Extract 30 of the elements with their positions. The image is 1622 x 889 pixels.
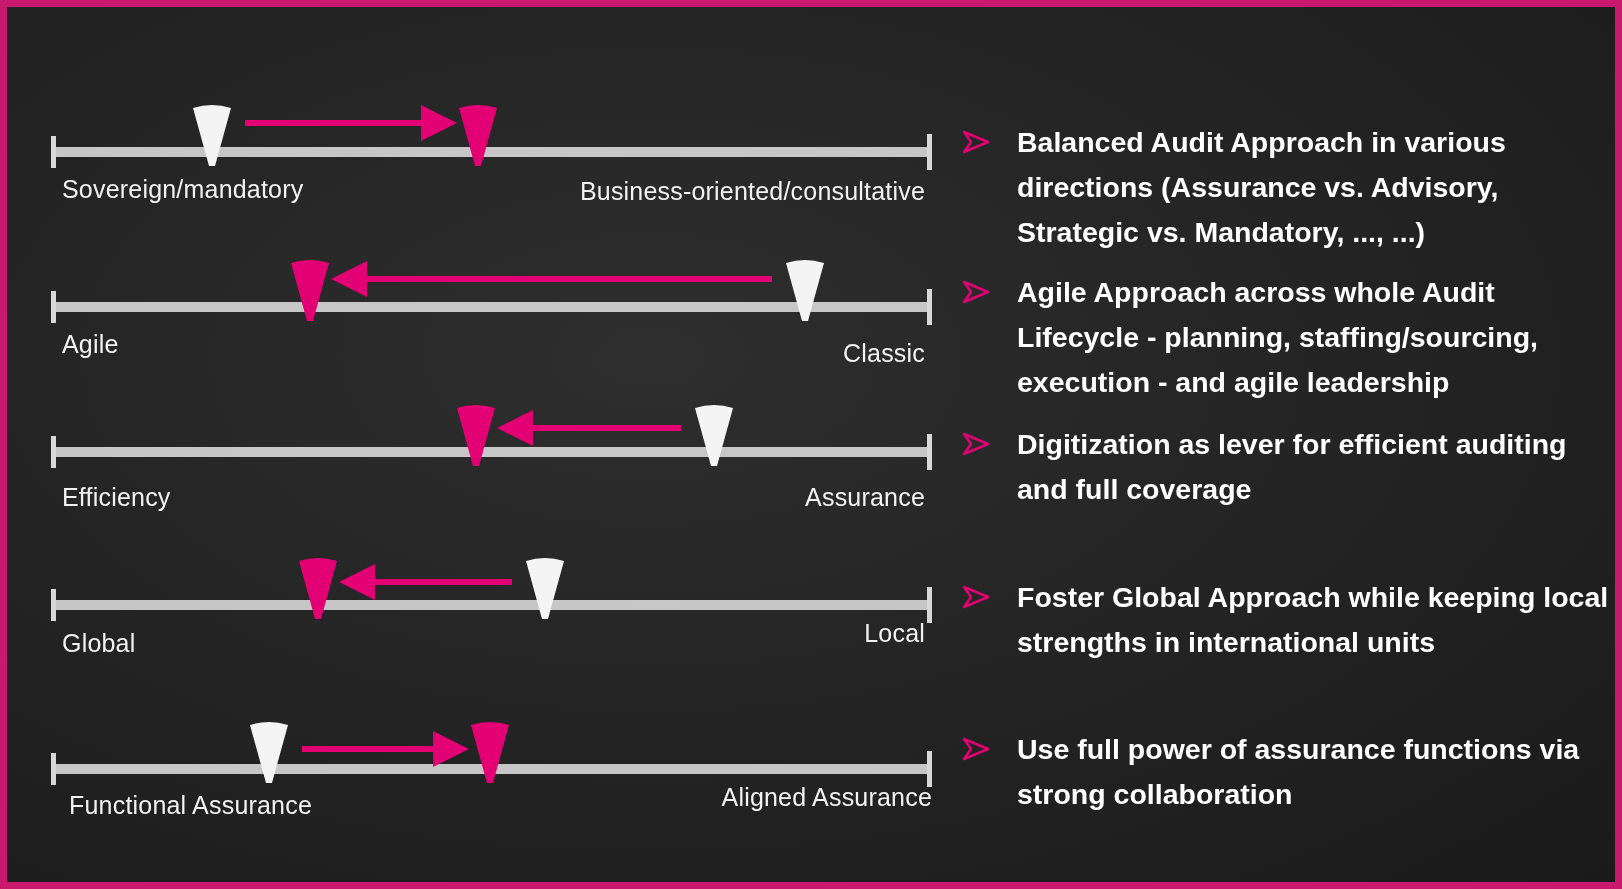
scale-label: Local [864, 619, 925, 648]
scale-label: Agile [62, 330, 119, 359]
marker [784, 259, 826, 323]
highlighted-marker [469, 721, 511, 785]
scale-label: Efficiency [62, 483, 171, 512]
marker [524, 557, 566, 621]
bullet-text: Use full power of assurance functions via strong collaboration [1017, 732, 1581, 812]
bullet-text: Agile Approach across whole Audit Lifecycle - planning, staffing/sourcing, execution - and agile leadership [1017, 275, 1539, 400]
highlighted-marker [457, 104, 499, 168]
bullet-text: Foster Global Approach while keeping local strengths in international units [1017, 580, 1610, 660]
scale-label: Global [62, 629, 136, 658]
highlighted-marker [297, 557, 339, 621]
marker [191, 104, 233, 168]
scale-label: Business-oriented/consultative [579, 177, 925, 206]
bullet-text: Digitization as lever for efficient auditing and full coverage [1017, 427, 1568, 507]
arrow [339, 564, 512, 600]
highlighted-marker [289, 259, 331, 323]
scale-label: Assurance [805, 483, 925, 512]
scale-label: Classic [843, 339, 925, 368]
bullet-text: Balanced Audit Approach in various directions (Assurance vs. Advisory, Strategic vs. Mandatory, ..., ...) [1017, 125, 1507, 250]
arrow [331, 261, 772, 297]
scale-label: Functional Assurance [69, 791, 313, 820]
scale-label: Sovereign/mandatory [62, 175, 304, 204]
arrow [302, 731, 469, 767]
arrow [245, 105, 457, 141]
arrow [497, 410, 681, 446]
marker [693, 404, 735, 468]
scale-label: Aligned Assurance [721, 783, 932, 812]
marker [248, 721, 290, 785]
highlighted-marker [455, 404, 497, 468]
